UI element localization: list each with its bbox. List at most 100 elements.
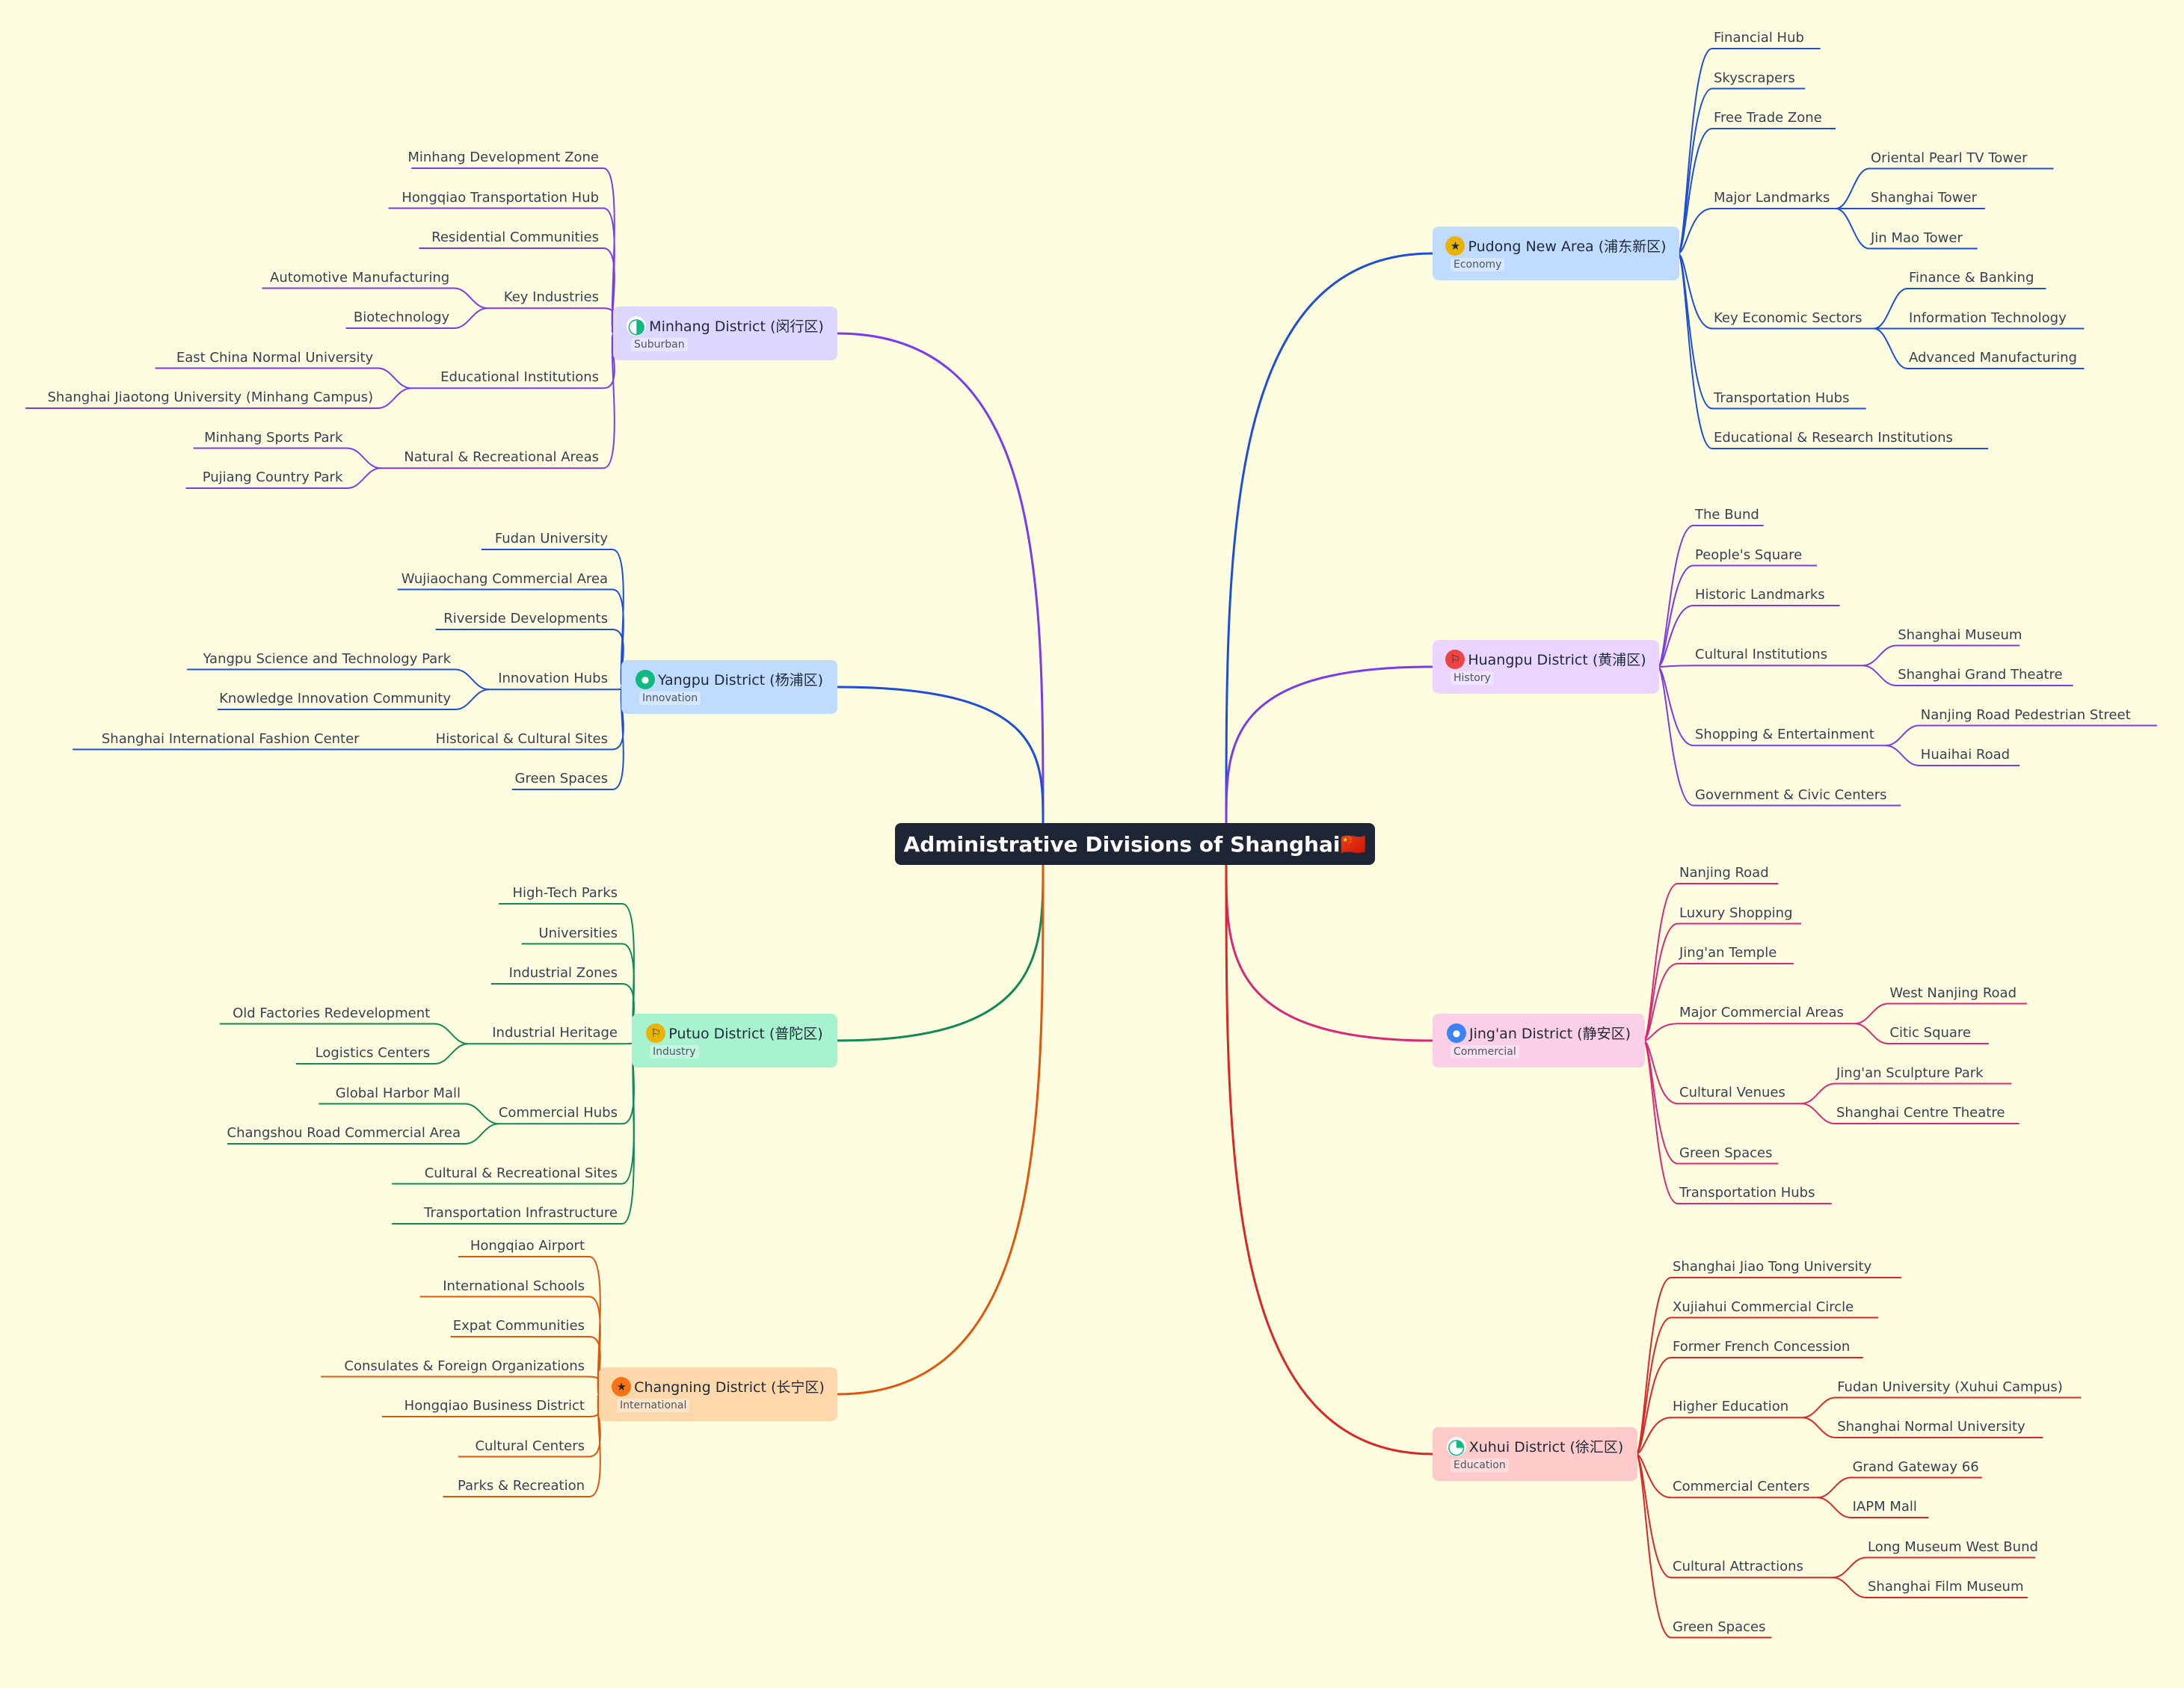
child-topic[interactable]: Historic Landmarks — [1695, 587, 1825, 603]
district-node-yangpu[interactable]: ●Yangpu District (杨浦区)Innovation — [621, 660, 837, 714]
child-topic[interactable]: Hongqiao Airport — [470, 1238, 585, 1254]
child-topic[interactable]: Consulates & Foreign Organizations — [344, 1358, 585, 1374]
grandchild-topic[interactable]: Changshou Road Commercial Area — [227, 1125, 461, 1141]
district-node-minhang[interactable]: ◑Minhang District (闵行区)Suburban — [613, 307, 837, 360]
child-topic[interactable]: Hongqiao Transportation Hub — [402, 189, 599, 206]
child-topic[interactable]: Cultural & Recreational Sites — [424, 1165, 618, 1181]
child-topic[interactable]: Parks & Recreation — [457, 1478, 585, 1494]
grandchild-topic[interactable]: Information Technology — [1909, 309, 2067, 326]
child-line — [1643, 1023, 1855, 1041]
child-topic[interactable]: Major Landmarks — [1714, 190, 1830, 206]
child-topic[interactable]: Historical & Cultural Sites — [435, 730, 608, 747]
grandchild-line — [1854, 1023, 1989, 1044]
child-topic[interactable]: Xujiahui Commercial Circle — [1673, 1299, 1854, 1315]
grandchild-topic[interactable]: IAPM Mall — [1852, 1499, 1917, 1515]
child-topic[interactable]: Cultural Institutions — [1695, 647, 1828, 663]
child-topic[interactable]: Higher Education — [1673, 1399, 1789, 1415]
grandchild-topic[interactable]: Finance & Banking — [1909, 270, 2034, 286]
district-node-xuhui[interactable]: ◔Xuhui District (徐汇区)Education — [1433, 1427, 1637, 1481]
branch-line-changning — [837, 864, 1045, 1396]
child-topic[interactable]: Commercial Centers — [1673, 1479, 1810, 1495]
grandchild-topic[interactable]: Logistics Centers — [315, 1045, 431, 1061]
child-topic[interactable]: Cultural Attractions — [1673, 1559, 1803, 1575]
child-topic[interactable]: Free Trade Zone — [1714, 110, 1822, 126]
central-topic[interactable]: Administrative Divisions of Shanghai🇨🇳 — [895, 823, 1375, 865]
grandchild-topic[interactable]: Shanghai Tower — [1871, 190, 1978, 206]
child-topic[interactable]: Cultural Centers — [475, 1438, 585, 1454]
child-topic[interactable]: Educational & Research Institutions — [1714, 430, 1953, 446]
half-circle-icon: ◑ — [627, 313, 647, 338]
child-topic[interactable]: Cultural Venues — [1679, 1085, 1785, 1101]
grandchild-topic[interactable]: East China Normal University — [176, 349, 374, 366]
child-topic[interactable]: Minhang Development Zone — [407, 150, 599, 165]
grandchild-topic[interactable]: Shanghai Centre Theatre — [1836, 1105, 2005, 1121]
child-topic[interactable]: Transportation Hubs — [1714, 389, 1850, 406]
child-topic[interactable]: Industrial Heritage — [492, 1025, 618, 1041]
grandchild-topic[interactable]: Global Harbor Mall — [335, 1085, 461, 1101]
district-node-changning[interactable]: ★Changning District (长宁区)International — [599, 1367, 837, 1421]
child-topic[interactable]: High-Tech Parks — [512, 885, 618, 901]
grandchild-topic[interactable]: Oriental Pearl TV Tower — [1871, 150, 2028, 166]
child-topic[interactable]: Transportation Hubs — [1679, 1185, 1815, 1201]
grandchild-topic[interactable]: Fudan University (Xuhui Campus) — [1837, 1379, 2063, 1395]
grandchild-topic[interactable]: Citic Square — [1889, 1025, 1972, 1041]
child-topic[interactable]: Residential Communities — [431, 230, 599, 245]
grandchild-topic[interactable]: Knowledge Innovation Community — [219, 691, 451, 706]
child-topic[interactable]: Fudan University — [494, 531, 608, 546]
child-topic[interactable]: Industrial Zones — [508, 965, 618, 981]
child-topic[interactable]: Major Commercial Areas — [1679, 1005, 1844, 1021]
child-topic[interactable]: Green Spaces — [514, 771, 608, 786]
grandchild-topic[interactable]: Shanghai Normal University — [1837, 1419, 2025, 1435]
child-topic[interactable]: Financial Hub — [1714, 30, 1804, 46]
grandchild-topic[interactable]: Jin Mao Tower — [1871, 230, 1963, 246]
child-topic[interactable]: The Bund — [1695, 507, 1759, 523]
child-topic[interactable]: Riverside Developments — [443, 611, 608, 626]
child-topic[interactable]: Green Spaces — [1673, 1618, 1766, 1635]
grandchild-topic[interactable]: Grand Gateway 66 — [1852, 1458, 1979, 1475]
child-topic[interactable]: Shanghai Jiao Tong University — [1673, 1259, 1872, 1275]
child-topic[interactable]: Former French Concession — [1673, 1339, 1851, 1355]
child-topic[interactable]: Skyscrapers — [1714, 70, 1795, 86]
grandchild-topic[interactable]: Biotechnology — [353, 309, 450, 325]
child-topic[interactable]: Universities — [538, 925, 618, 941]
grandchild-topic[interactable]: Shanghai Grand Theatre — [1898, 667, 2063, 683]
child-topic[interactable]: Key Industries — [503, 289, 599, 306]
grandchild-topic[interactable]: Shanghai Museum — [1898, 626, 2022, 643]
child-topic[interactable]: Shopping & Entertainment — [1695, 727, 1874, 743]
grandchild-topic[interactable]: Nanjing Road Pedestrian Street — [1920, 706, 2131, 723]
grandchild-topic[interactable]: Shanghai Film Museum — [1868, 1579, 2024, 1595]
district-node-putuo[interactable]: ⚐Putuo District (普陀区)Industry — [632, 1014, 837, 1068]
child-topic[interactable]: Government & Civic Centers — [1695, 786, 1887, 803]
child-topic[interactable]: Nanjing Road — [1679, 865, 1769, 881]
district-node-jingan[interactable]: ●Jing'an District (静安区)Commercial — [1433, 1014, 1645, 1068]
grandchild-topic[interactable]: Yangpu Science and Technology Park — [203, 650, 451, 667]
grandchild-topic[interactable]: West Nanjing Road — [1889, 985, 2017, 1001]
district-node-pudong[interactable]: ★Pudong New Area (浦东新区)Economy — [1433, 227, 1679, 280]
grandchild-topic[interactable]: Minhang Sports Park — [204, 429, 343, 446]
child-topic[interactable]: Innovation Hubs — [498, 671, 608, 687]
grandchild-topic[interactable]: Automotive Manufacturing — [270, 269, 450, 286]
grandchild-topic[interactable]: Shanghai International Fashion Center — [101, 730, 360, 747]
child-topic[interactable]: Green Spaces — [1679, 1145, 1773, 1161]
grandchild-topic[interactable]: Huaihai Road — [1920, 747, 2011, 763]
grandchild-topic[interactable]: Shanghai Jiaotong University (Minhang Ca… — [47, 389, 374, 405]
district-node-huangpu[interactable]: ⚐Huangpu District (黄浦区)History — [1433, 640, 1659, 694]
grandchild-topic[interactable]: Pujiang Country Park — [202, 469, 343, 485]
child-topic[interactable]: Hongqiao Business District — [404, 1398, 585, 1414]
grandchild-topic[interactable]: Long Museum West Bund — [1868, 1538, 2038, 1555]
grandchild-topic[interactable]: Old Factories Redevelopment — [233, 1005, 431, 1021]
child-topic[interactable]: International Schools — [443, 1278, 585, 1294]
child-topic[interactable]: Wujiaochang Commercial Area — [401, 570, 608, 587]
child-topic[interactable]: People's Square — [1695, 546, 1803, 563]
star-icon: ★ — [612, 1376, 632, 1396]
child-topic[interactable]: Educational Institutions — [440, 369, 599, 386]
grandchild-topic[interactable]: Advanced Manufacturing — [1909, 350, 2077, 366]
grandchild-topic[interactable]: Jing'an Sculpture Park — [1836, 1065, 1984, 1081]
child-topic[interactable]: Transportation Infrastructure — [424, 1205, 618, 1221]
child-topic[interactable]: Luxury Shopping — [1679, 905, 1793, 921]
child-topic[interactable]: Expat Communities — [452, 1318, 585, 1334]
child-topic[interactable]: Commercial Hubs — [498, 1105, 618, 1121]
child-topic[interactable]: Jing'an Temple — [1679, 945, 1777, 961]
child-topic[interactable]: Key Economic Sectors — [1714, 309, 1862, 326]
child-topic[interactable]: Natural & Recreational Areas — [404, 449, 599, 466]
